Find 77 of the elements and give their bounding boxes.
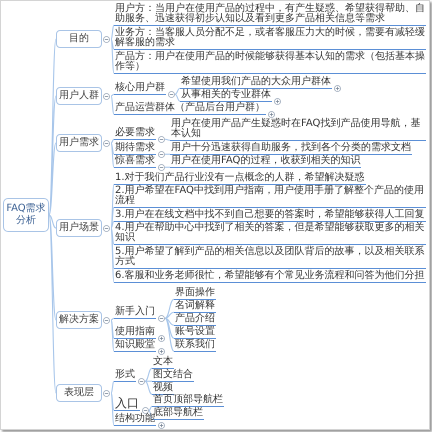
connector-line: [110, 228, 115, 282]
connector-line: [110, 392, 115, 426]
topic-text: 形式: [115, 369, 135, 380]
connector-line: [110, 392, 114, 410]
connector-line: [110, 320, 115, 352]
topic-text: 用户方：当用户在使用产品的过程中，有产生疑惑、希望获得帮助、自助服务、迅速获得初步认知以及看到更多产品相关信息等需求: [115, 3, 425, 24]
connector-line: [110, 320, 114, 338]
topic-text: 核心用户群: [115, 82, 165, 93]
topic-text: 表现层: [64, 387, 94, 398]
topic-text: 用户在使用产品产生疑惑时在FAQ找到产品使用导航，基本认知: [171, 118, 420, 139]
topic-text: 业务方：当客服人员分配不足，或者客服压力大的时候，需要有减轻缓解客服的需求: [115, 27, 425, 48]
topic-text: 知识殿堂: [115, 339, 155, 350]
connector-line: [110, 142, 115, 168]
connector-line: [110, 184, 115, 228]
connector-line: [110, 228, 114, 244]
topic-text: 界面操作: [175, 287, 215, 298]
topic-text: 联系我们: [175, 339, 215, 350]
topic-text: 底部导航栏: [153, 407, 203, 418]
connector-line: [110, 142, 114, 155]
topic-text: 解决方案: [59, 314, 99, 325]
connector-line: [165, 166, 170, 168]
connector-line: [145, 380, 152, 382]
topic-text: 用户人群: [59, 90, 99, 101]
topic-text: 新手入门: [115, 306, 155, 317]
topic-text: 6.客服和业务老师很忙，希望能够有个常见业务流程和问答为他们分担: [115, 270, 425, 281]
connector-line: [164, 318, 174, 326]
connector-line: [110, 207, 114, 228]
connector-line: [144, 380, 152, 395]
connector-line: [48, 142, 56, 216]
connector-line: [174, 94, 180, 102]
connector-line: [144, 368, 152, 382]
topic-text: 1.对于我们产品行业没有一点概念的人群，希望解决疑惑: [115, 172, 365, 183]
topic-text: 4.用户在帮助中心中找到了相关的答案，但是希望能够获取更多的相关知识: [115, 222, 425, 243]
topic-text: 惊喜需求: [115, 155, 155, 166]
connector-line: [164, 312, 174, 319]
topic-text: 用户需求: [59, 137, 99, 148]
topic-text: 用户十分迅速获得自助服务，找到各个分类的需求文档: [171, 142, 411, 153]
connector-line: [110, 38, 114, 50]
topic-text: FAQ需求分析: [6, 203, 46, 226]
connector-line: [165, 154, 170, 155]
subtopic-underline: [170, 119, 426, 141]
topic-text: 从事相关的专业群体: [181, 89, 271, 100]
connector-line: [110, 96, 114, 114]
connector-line: [110, 220, 114, 228]
topic-text: 入口: [115, 396, 139, 410]
connector-line: [148, 406, 152, 411]
connector-line: [148, 410, 152, 420]
topic-text: 期待需求: [115, 142, 155, 153]
connector-line: [48, 214, 57, 320]
topic-text: 用户场景: [59, 222, 99, 233]
topic-text: 文本: [153, 356, 173, 367]
connector-line: [164, 138, 170, 141]
connector-line: [110, 38, 115, 74]
topic-text: 用户在使用FAQ的过程，收获到相关的知识: [171, 155, 360, 166]
topic-text: 必要需求: [115, 127, 155, 138]
connector-line: [110, 380, 114, 394]
connector-line: [48, 214, 56, 228]
topic-text: 名词解释: [175, 300, 215, 311]
topic-text: 2.用户希望在FAQ中找到用户指南，用户使用手册了解整个产品的使用流程: [115, 185, 424, 206]
topic-text: 视频: [153, 382, 173, 393]
connector-line: [110, 24, 114, 40]
topic-text: 首页顶部导航栏: [153, 394, 223, 405]
topic-text: 3.用户在在线文档中找不到自己想要的答案时，希望能够获得人工回复: [115, 209, 425, 220]
topic-text: 产品运营群体（产品后台用户群）: [115, 102, 265, 113]
topic-text: 产品介绍: [175, 313, 215, 324]
topic-text: 账号设置: [175, 326, 215, 337]
topic-text: 使用指南: [115, 326, 155, 337]
topic-text: 目的: [69, 33, 89, 44]
topic-text: 产品方：用户在使用产品的时候能够获得基本认知的需求（包括基本操作等）: [115, 51, 425, 72]
topic-text: 5.用户希望了解到产品的相关信息以及团队背后的故事，以及相关联系方式: [115, 246, 425, 267]
topic-text: 图文结合: [153, 369, 193, 380]
topic-text: 结构功能: [115, 413, 155, 424]
topic-text: 希望使用我们产品的大众用户群体: [181, 76, 331, 87]
connector-line: [164, 298, 174, 319]
connector-line: [164, 318, 174, 339]
central-topic-box: [3, 198, 49, 232]
connector-line: [164, 318, 174, 352]
